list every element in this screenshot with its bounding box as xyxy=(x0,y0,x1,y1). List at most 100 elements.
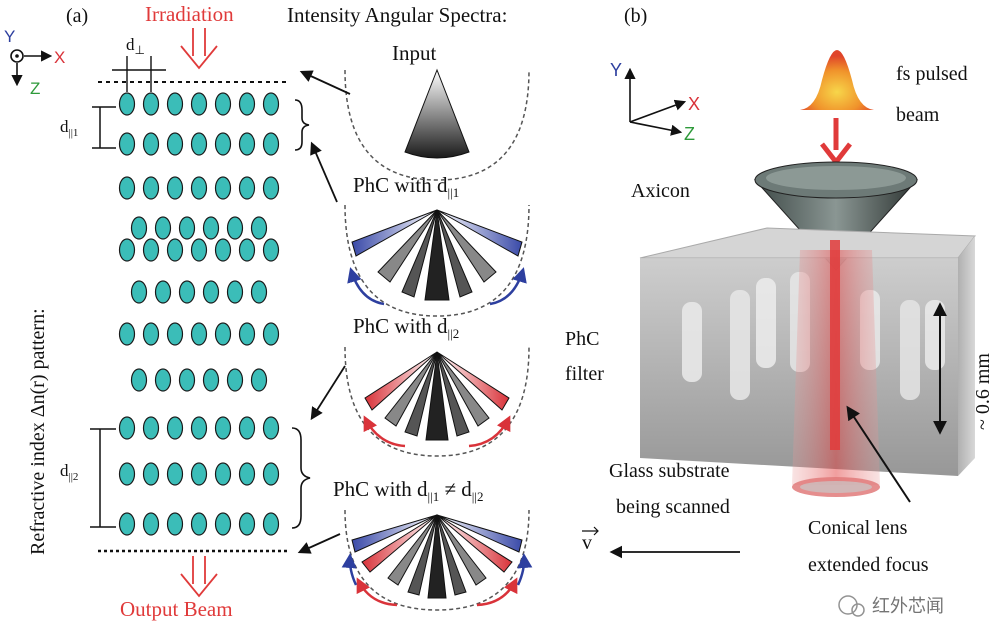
lattice-element xyxy=(238,322,256,346)
lattice-element xyxy=(202,280,220,304)
lattice-element xyxy=(262,176,280,200)
lattice-element xyxy=(214,238,232,262)
lattice-element xyxy=(154,216,172,240)
thickness-label: ~ 0.6 mm xyxy=(972,353,994,430)
output-arrow xyxy=(180,556,218,598)
phc-label-line1: PhC xyxy=(565,328,599,350)
lattice-element xyxy=(214,512,232,536)
lattice-element xyxy=(118,462,136,486)
lattice-element xyxy=(154,280,172,304)
d2-marker xyxy=(90,428,116,528)
panel-a-label: (a) xyxy=(66,5,88,27)
lattice-element xyxy=(166,132,184,156)
lattice-element xyxy=(190,132,208,156)
d2-label: d||2 xyxy=(60,461,78,483)
lattice-element xyxy=(226,216,244,240)
lattice-element xyxy=(130,368,148,392)
lattice-element xyxy=(154,368,172,392)
lattice-element xyxy=(118,132,136,156)
lattice-element xyxy=(118,322,136,346)
lattice-element xyxy=(214,416,232,440)
axes-a: Y X Z xyxy=(4,27,65,98)
d1-label: d||1 xyxy=(60,117,78,139)
lattice-element xyxy=(166,92,184,116)
lattice-element xyxy=(238,92,256,116)
spectrum-d2 xyxy=(344,346,530,457)
lattice-element xyxy=(190,92,208,116)
spectrum-d1 xyxy=(344,204,530,317)
lattice-element xyxy=(166,176,184,200)
lattice-element xyxy=(202,368,220,392)
conical-label-line1: Conical lens xyxy=(808,517,908,539)
lattice-element xyxy=(214,92,232,116)
conical-label-line2: extended focus xyxy=(808,554,929,576)
phc-glass-block xyxy=(639,227,976,497)
d1-marker xyxy=(92,106,116,149)
lattice-element xyxy=(142,176,160,200)
lattice-element xyxy=(262,322,280,346)
lattice-element xyxy=(178,280,196,304)
lattice-element xyxy=(238,132,256,156)
pulse-profile xyxy=(800,50,874,110)
axicon xyxy=(753,161,919,271)
lattice-element xyxy=(238,238,256,262)
velocity-label: v xyxy=(582,532,592,554)
axis-a-origin xyxy=(10,49,24,63)
lattice-element xyxy=(130,280,148,304)
flow-arrows xyxy=(297,70,351,554)
fs-beam-label-line1: fs pulsed xyxy=(896,63,968,85)
lattice-element xyxy=(238,462,256,486)
lattice-element xyxy=(142,322,160,346)
lattice-element xyxy=(190,462,208,486)
spectrum-d2-title: PhC with d||2 xyxy=(353,314,459,341)
lattice-element xyxy=(226,280,244,304)
lattice-element xyxy=(118,512,136,536)
spectrum-d1-title: PhC with d||1 xyxy=(353,173,459,200)
lattice-element xyxy=(166,462,184,486)
brace-top xyxy=(294,99,310,151)
lattice-element xyxy=(142,92,160,116)
phc-label-line2: filter xyxy=(565,363,604,385)
conical-focus-arrow xyxy=(846,405,911,503)
lattice-element xyxy=(166,322,184,346)
lattice-element xyxy=(118,92,136,116)
axis-a-z: Z xyxy=(30,79,40,98)
axicon-label: Axicon xyxy=(631,180,690,202)
lattice-element xyxy=(118,416,136,440)
d-perp-marker xyxy=(112,56,166,92)
lattice-element xyxy=(190,322,208,346)
lattice-element xyxy=(202,216,220,240)
lattice-element xyxy=(238,512,256,536)
refractive-index-lattice xyxy=(118,92,280,536)
lattice-element xyxy=(214,176,232,200)
spectra-title: Intensity Angular Spectra: xyxy=(287,3,507,27)
brace-bottom xyxy=(291,427,311,529)
glass-label-line2: being scanned xyxy=(616,496,730,518)
lattice-element xyxy=(262,512,280,536)
lattice-element xyxy=(190,176,208,200)
lattice-element xyxy=(142,462,160,486)
lattice-element xyxy=(262,416,280,440)
output-beam-label: Output Beam xyxy=(120,597,233,621)
watermark-text: 红外芯闻 xyxy=(872,596,944,616)
lattice-element xyxy=(190,238,208,262)
irradiation-arrow xyxy=(180,28,218,70)
lattice-element xyxy=(178,216,196,240)
beam-arrow xyxy=(820,118,852,167)
lattice-element xyxy=(166,416,184,440)
lattice-element xyxy=(262,92,280,116)
d-perp-label: d⊥ xyxy=(126,35,145,57)
watermark: 红外芯闻 xyxy=(838,595,944,617)
axis-a-y: Y xyxy=(4,27,15,46)
lattice-element xyxy=(118,176,136,200)
lattice-element xyxy=(226,368,244,392)
lattice-element xyxy=(262,238,280,262)
lattice-element xyxy=(262,462,280,486)
axis-b-z: Z xyxy=(684,124,695,144)
lattice-element xyxy=(142,132,160,156)
lattice-element xyxy=(250,280,268,304)
lattice-element xyxy=(190,512,208,536)
lattice-element xyxy=(118,238,136,262)
